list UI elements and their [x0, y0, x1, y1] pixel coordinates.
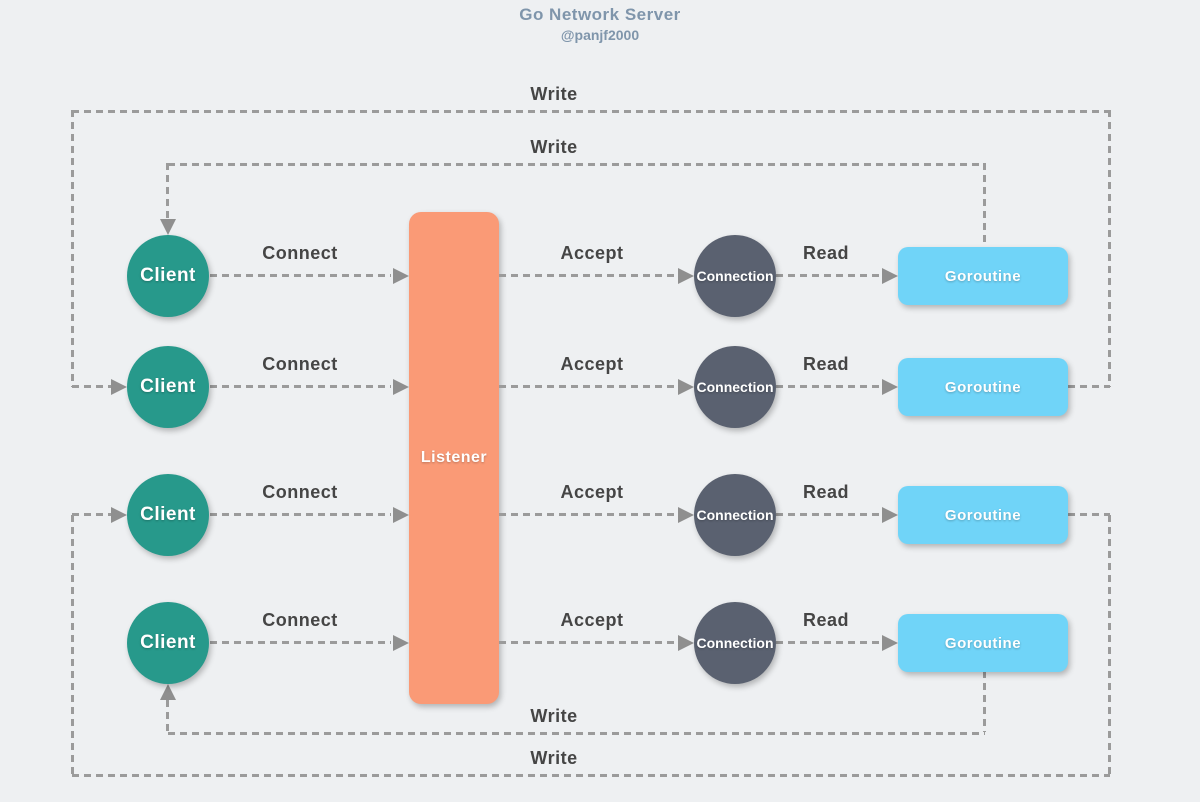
write-loop2-left-line	[166, 163, 169, 219]
diagram-author: @panjf2000	[560, 27, 640, 43]
accept-label: Accept	[560, 243, 624, 263]
connect-arrowhead-icon	[393, 268, 409, 284]
goroutine-label: Goroutine	[944, 506, 1022, 524]
write-loop3-arrowhead-icon	[160, 684, 176, 700]
connect-arrowhead-icon	[393, 635, 409, 651]
connection-label: Connection	[696, 635, 774, 651]
write-loop1-top-line	[72, 110, 1110, 113]
client-node: Client	[127, 235, 209, 317]
accept-arrowhead-icon	[678, 379, 694, 395]
write-loop3-right-line	[983, 671, 986, 732]
accept-line	[499, 385, 678, 388]
read-arrowhead-icon	[882, 635, 898, 651]
accept-label: Accept	[560, 610, 624, 630]
accept-arrowhead-icon	[678, 268, 694, 284]
write-label-1: Write	[530, 84, 578, 104]
connect-label: Connect	[262, 243, 338, 263]
write-loop1-goroutine-stub	[1068, 385, 1110, 388]
accept-line	[499, 641, 678, 644]
goroutine-label: Goroutine	[944, 634, 1022, 652]
write-loop4-bottom-line	[72, 774, 1110, 777]
connection-node: Connection	[694, 235, 776, 317]
write-loop1-left-line	[71, 110, 74, 387]
accept-label: Accept	[560, 354, 624, 374]
write-loop1-client-stub	[72, 385, 111, 388]
read-arrowhead-icon	[882, 379, 898, 395]
write-label-3: Write	[530, 706, 578, 726]
read-label: Read	[802, 354, 849, 374]
accept-line	[499, 513, 678, 516]
connection-node: Connection	[694, 602, 776, 684]
connection-label: Connection	[696, 268, 774, 284]
goroutine-node: Goroutine	[898, 358, 1068, 416]
accept-arrowhead-icon	[678, 507, 694, 523]
write-label-4: Write	[530, 748, 578, 768]
client-label: Client	[140, 376, 196, 397]
read-label: Read	[802, 610, 849, 630]
accept-arrowhead-icon	[678, 635, 694, 651]
accept-line	[499, 274, 678, 277]
goroutine-node: Goroutine	[898, 247, 1068, 305]
write-loop2-top-line	[168, 163, 985, 166]
write-label-2: Write	[530, 137, 578, 157]
client-label: Client	[140, 504, 196, 525]
listener-node: Listener	[409, 212, 499, 704]
read-line	[776, 385, 882, 388]
write-loop3-bottom-line	[168, 732, 985, 735]
goroutine-node: Goroutine	[898, 614, 1068, 672]
goroutine-node: Goroutine	[898, 486, 1068, 544]
write-loop1-arrowhead-icon	[111, 379, 127, 395]
write-loop4-goroutine-stub	[1068, 513, 1110, 516]
read-line	[776, 641, 882, 644]
connect-label: Connect	[262, 482, 338, 502]
write-loop2-right-line	[983, 163, 986, 248]
connect-arrowhead-icon	[393, 507, 409, 523]
read-line	[776, 274, 882, 277]
connection-label: Connection	[696, 379, 774, 395]
connect-label: Connect	[262, 354, 338, 374]
client-node: Client	[127, 602, 209, 684]
accept-label: Accept	[560, 482, 624, 502]
connect-line	[210, 274, 391, 277]
client-node: Client	[127, 346, 209, 428]
connect-line	[210, 385, 391, 388]
connection-label: Connection	[696, 507, 774, 523]
write-loop4-left-line	[71, 515, 74, 774]
write-loop4-client-stub	[72, 513, 111, 516]
client-label: Client	[140, 265, 196, 286]
write-loop2-arrowhead-icon	[160, 219, 176, 235]
diagram-title: Go Network Server	[519, 5, 681, 24]
connect-line	[210, 513, 391, 516]
connect-arrowhead-icon	[393, 379, 409, 395]
read-label: Read	[802, 243, 849, 263]
goroutine-label: Goroutine	[944, 378, 1022, 396]
read-arrowhead-icon	[882, 268, 898, 284]
read-label: Read	[802, 482, 849, 502]
client-label: Client	[140, 632, 196, 653]
connection-node: Connection	[694, 474, 776, 556]
write-loop3-left-line	[166, 700, 169, 732]
connect-line	[210, 641, 391, 644]
client-node: Client	[127, 474, 209, 556]
write-loop4-right-line	[1108, 515, 1111, 774]
goroutine-label: Goroutine	[944, 267, 1022, 285]
read-arrowhead-icon	[882, 507, 898, 523]
listener-label: Listener	[420, 449, 488, 466]
read-line	[776, 513, 882, 516]
connection-node: Connection	[694, 346, 776, 428]
connect-label: Connect	[262, 610, 338, 630]
write-loop1-right-line	[1108, 110, 1111, 387]
write-loop4-arrowhead-icon	[111, 507, 127, 523]
